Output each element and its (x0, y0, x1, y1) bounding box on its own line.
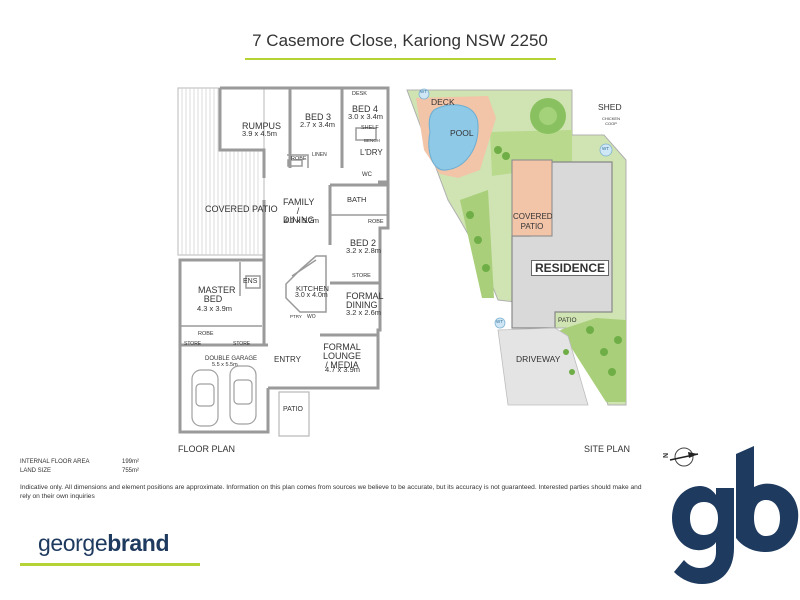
label-desk: DESK (352, 91, 367, 97)
room-label-covered-patio: COVERED PATIO (205, 204, 278, 214)
compass-north-label: N (663, 452, 671, 459)
label-store-garage-1: STORE (184, 341, 202, 347)
room-label-bed-3: BED 3 (305, 112, 332, 122)
label-robe-master: ROBE (198, 331, 214, 337)
label-laundry: L'DRY (360, 148, 383, 157)
room-label-formal-dining: FORMAL DINING (346, 291, 384, 310)
site-label-chicken-coop: CHICKEN COOP (601, 116, 620, 126)
label-water-tank-2: WT (602, 146, 609, 151)
room-label-formal-lounge: FORMAL LOUNGE / MEDIA (322, 342, 361, 370)
brand-name-bold: brand (107, 530, 170, 556)
site-label-pool: POOL (450, 128, 474, 138)
area-label: INTERNAL FLOOR AREA (20, 459, 90, 465)
label-wo: WO (307, 314, 316, 320)
area-row: LAND SIZE 755m² (20, 468, 139, 477)
room-dims-formal-dining: 3.2 x 2.6m (346, 308, 382, 317)
label-ensuite: ENS (243, 278, 258, 285)
gb-monogram-logo (672, 446, 799, 584)
room-label-kitchen: KITCHEN (296, 284, 329, 293)
label-robe-bed-2: ROBE (368, 219, 384, 225)
floor-plan-caption: FLOOR PLAN (178, 444, 236, 454)
site-label-patio: PATIO (558, 317, 577, 324)
disclaimer-text: Indicative only. All dimensions and elem… (20, 484, 642, 500)
area-label: LAND SIZE (20, 468, 52, 474)
room-dims-bed-2: 3.2 x 2.8m (346, 246, 382, 255)
area-value: 199m² (122, 459, 140, 465)
site-label-covered-patio: COVERED PATIO (513, 212, 553, 231)
room-dims-double-garage: 5.5 x 5.5m (212, 362, 238, 368)
room-dims-master-bed: 4.3 x 3.9m (197, 304, 233, 313)
label-store-bed-2: STORE (352, 273, 371, 279)
brand-underline (20, 563, 200, 566)
label-water-tank-3: WT (496, 319, 503, 324)
label-linen: LINEN (312, 152, 327, 158)
label-robe-bed-3: ROBE (291, 156, 307, 162)
room-label-family-dining: FAMILY / DINING (283, 197, 315, 225)
compass-icon (669, 447, 699, 467)
room-dims-bed-4: 3.0 x 3.4m (348, 112, 384, 121)
label-store-garage-2: STORE (233, 341, 251, 347)
room-dims-bed-3: 2.7 x 3.4m (300, 120, 336, 129)
title-underline (245, 58, 556, 60)
floor-plan-drawing (177, 86, 390, 437)
site-label-deck: DECK (431, 97, 455, 107)
label-shelf: SHELF (361, 125, 379, 131)
label-water-tank-1: WT (420, 89, 427, 94)
site-label-shed: SHED (598, 102, 622, 112)
room-dims-kitchen: 3.0 x 4.0m (295, 292, 328, 299)
brand-name-regular: george (38, 530, 108, 556)
site-plan-drawing (406, 88, 627, 406)
room-label-rumpus: RUMPUS (242, 121, 282, 131)
room-dims-family-dining: 4.0 x 5.2m (284, 216, 320, 225)
property-address-title: 7 Casemore Close, Kariong NSW 2250 (252, 31, 548, 50)
label-bench: BENCH (364, 138, 380, 143)
area-summary: INTERNAL FLOOR AREA 199m² LAND SIZE 755m² (20, 459, 139, 477)
label-wc: WC (362, 172, 372, 178)
room-dims-formal-lounge: 4.7 x 3.9m (325, 365, 361, 374)
area-row: INTERNAL FLOOR AREA 199m² (20, 459, 139, 468)
room-label-double-garage: DOUBLE GARAGE (205, 356, 258, 362)
label-entry: ENTRY (274, 355, 301, 364)
label-entry-patio: PATIO (283, 406, 303, 413)
brand-wordmark: georgebrand (38, 530, 170, 557)
label-bath: BATH (347, 195, 367, 204)
room-label-master-bed: MASTER BED (198, 285, 236, 304)
area-value: 755m² (122, 468, 140, 474)
site-label-driveway: DRIVEWAY (516, 354, 561, 364)
room-label-bed-2: BED 2 (350, 238, 377, 248)
site-label-residence: RESIDENCE (531, 260, 610, 276)
site-plan-caption: SITE PLAN (584, 444, 631, 454)
room-label-bed-4: BED 4 (352, 104, 379, 114)
room-dims-rumpus: 3.9 x 4.5m (242, 129, 278, 138)
label-pantry: PTRY (290, 314, 302, 319)
